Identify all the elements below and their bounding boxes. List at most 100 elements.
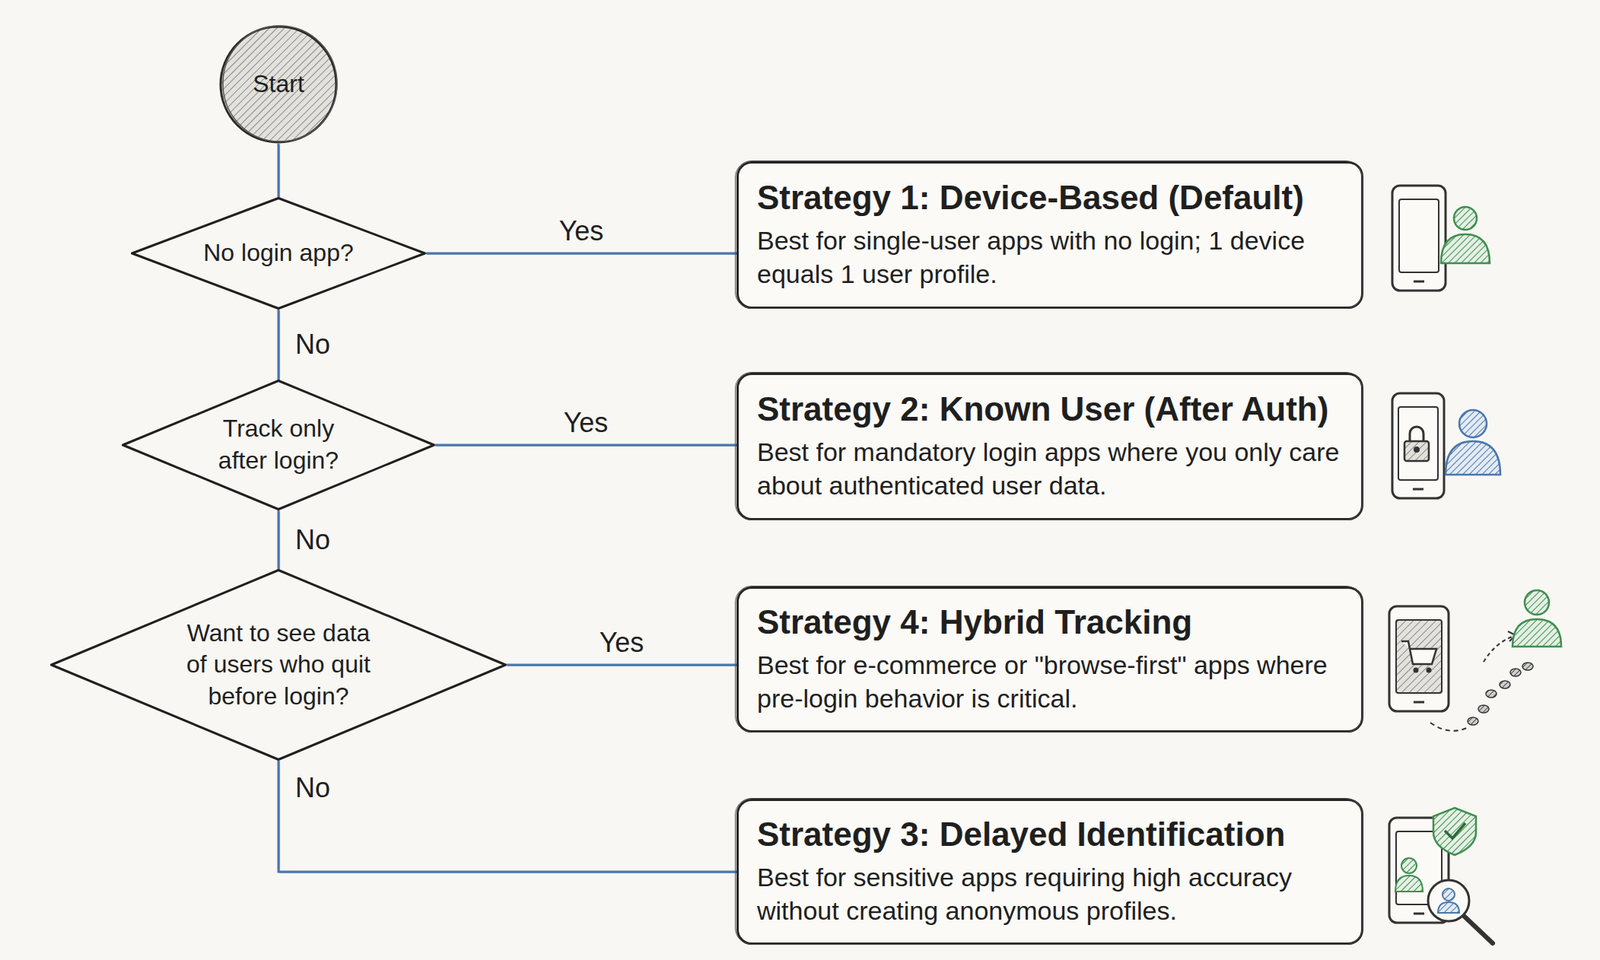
lock-shackle — [1409, 426, 1424, 442]
connector-line — [277, 309, 280, 380]
connector-line — [426, 252, 737, 255]
decision-diamond: No login app? — [130, 197, 427, 310]
node-text: Track only after login? — [197, 413, 361, 477]
node-title: Strategy 2: Known User (After Auth) — [757, 390, 1343, 429]
secure-icon — [1389, 807, 1493, 944]
phone-screen — [1399, 199, 1439, 273]
edge-label: Yes — [599, 626, 645, 659]
person-body — [1512, 619, 1562, 647]
circle-outline — [220, 26, 337, 143]
lock-body — [1404, 441, 1429, 462]
node-title: Strategy 3: Delayed Identification — [757, 815, 1343, 854]
edge-label: No — [295, 772, 331, 805]
start-circle: Start — [219, 25, 338, 144]
node-body: Best for e-commerce or "browse-first" ap… — [757, 648, 1343, 716]
cart-wheel — [1426, 667, 1432, 674]
phone-screen — [1396, 620, 1442, 694]
magnifier-lens — [1428, 880, 1470, 922]
dashed-arrow — [1483, 636, 1515, 662]
phone-screen — [1398, 407, 1438, 481]
shopping-icon — [1389, 590, 1562, 732]
circle-sketch — [222, 25, 338, 142]
edge-label: Yes — [563, 407, 609, 439]
connector-line — [277, 510, 280, 570]
connector — [278, 760, 738, 874]
connector — [278, 143, 280, 199]
device-icon — [1392, 185, 1490, 291]
strategy-box: Strategy 1: Device-Based (Default) Best f… — [736, 161, 1364, 309]
diamond-outline — [51, 570, 506, 761]
connector — [506, 664, 738, 667]
node-text: Want to see data of users who quit befor… — [175, 617, 382, 713]
footprint — [1499, 680, 1511, 689]
person-head — [1442, 888, 1455, 901]
footprint — [1478, 705, 1489, 713]
person-body — [1445, 441, 1501, 475]
shield — [1433, 807, 1476, 856]
keyhole — [1413, 446, 1420, 453]
person-head — [1524, 590, 1550, 615]
edge-label: No — [295, 328, 331, 361]
decision-diamond: Track only after login? — [121, 379, 436, 511]
person-head — [1453, 206, 1477, 230]
diamond-outline — [123, 381, 435, 510]
person-body — [1395, 875, 1423, 892]
footprint — [1510, 668, 1521, 677]
connector-sketch — [427, 254, 738, 255]
footprint — [1467, 717, 1479, 726]
connector-line — [278, 760, 737, 872]
strategy-box: Strategy 2: Known User (After Auth) Best … — [736, 372, 1364, 521]
person-head — [1459, 410, 1487, 438]
connector-line — [277, 143, 280, 198]
connector — [426, 253, 738, 255]
phone-outline — [1389, 606, 1449, 712]
node-text: Start — [252, 68, 305, 101]
text-holder: Start — [219, 25, 338, 144]
check-mark — [1444, 823, 1466, 839]
connector-sketch — [279, 512, 280, 571]
auth-icon — [1392, 393, 1501, 499]
phone-button — [1412, 488, 1424, 491]
phone-button — [1413, 280, 1425, 284]
person-body — [1437, 902, 1460, 913]
connector-sketch — [279, 311, 280, 382]
connector — [435, 445, 738, 447]
text-holder: Want to see data of users who quit befor… — [50, 569, 507, 761]
phone-button — [1413, 912, 1425, 916]
connector-sketch — [508, 665, 738, 667]
shape-outline — [121, 379, 436, 511]
node-title: Strategy 1: Device-Based (Default) — [757, 178, 1343, 217]
path-trail — [1430, 722, 1469, 732]
cart — [1401, 641, 1437, 665]
diamond-outline — [132, 198, 426, 309]
connector-sketch — [279, 762, 738, 874]
phone-outline — [1392, 393, 1445, 499]
node-title: Strategy 4: Hybrid Tracking — [757, 603, 1343, 642]
connector — [278, 510, 280, 571]
edge-label: No — [295, 524, 331, 557]
person-head — [1401, 858, 1417, 874]
strategy-box: Strategy 3: Delayed IdentificationBest f… — [736, 798, 1364, 945]
connector-sketch — [436, 445, 738, 447]
node-body: Best for single-user apps with no login;… — [757, 224, 1343, 291]
footprint — [1485, 690, 1497, 698]
node-body: Best for mandatory login apps where you … — [757, 435, 1343, 503]
edge-label: Yes — [559, 215, 605, 248]
node-text: No login app? — [203, 237, 354, 270]
connector-sketch — [279, 145, 280, 199]
person-body — [1440, 234, 1490, 264]
connector — [278, 309, 280, 382]
node-body: Best for sensitive apps requiring high a… — [757, 861, 1343, 928]
connector-line — [435, 444, 737, 447]
phone-button — [1413, 701, 1425, 704]
text-holder: No login app? — [130, 197, 427, 310]
cart-wheel — [1413, 667, 1419, 674]
strategy-box: Strategy 4: Hybrid TrackingBest for e-co… — [736, 586, 1364, 733]
connector-line — [506, 664, 737, 667]
phone-outline — [1392, 185, 1446, 291]
text-holder: Track only after login? — [121, 379, 436, 511]
magnifier-handle — [1463, 916, 1493, 944]
decision-diamond: Want to see data of users who quit befor… — [50, 569, 507, 761]
footprint — [1522, 662, 1534, 671]
